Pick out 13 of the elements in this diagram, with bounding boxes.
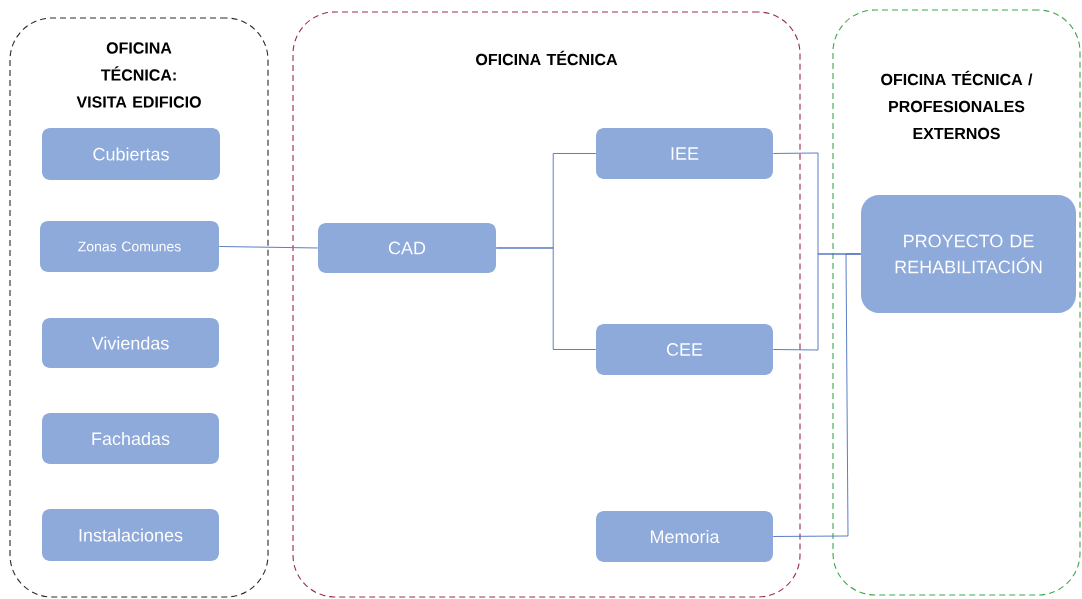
process-box: CAD	[318, 223, 496, 273]
connector-line	[772, 253, 862, 537]
process-box: Cubiertas	[42, 128, 220, 180]
process-box: IEE	[596, 128, 773, 179]
process-box: CEE	[596, 324, 773, 375]
process-box: Viviendas	[42, 318, 219, 368]
process-box: Instalaciones	[42, 509, 219, 561]
process-box: PROYECTO DE REHABILITACIÓN	[861, 195, 1076, 313]
connector-line	[218, 246, 319, 249]
process-box: Zonas Comunes	[40, 221, 219, 272]
process-box: Fachadas	[42, 413, 219, 464]
process-box: Memoria	[596, 511, 773, 562]
connector-line	[495, 247, 597, 350]
